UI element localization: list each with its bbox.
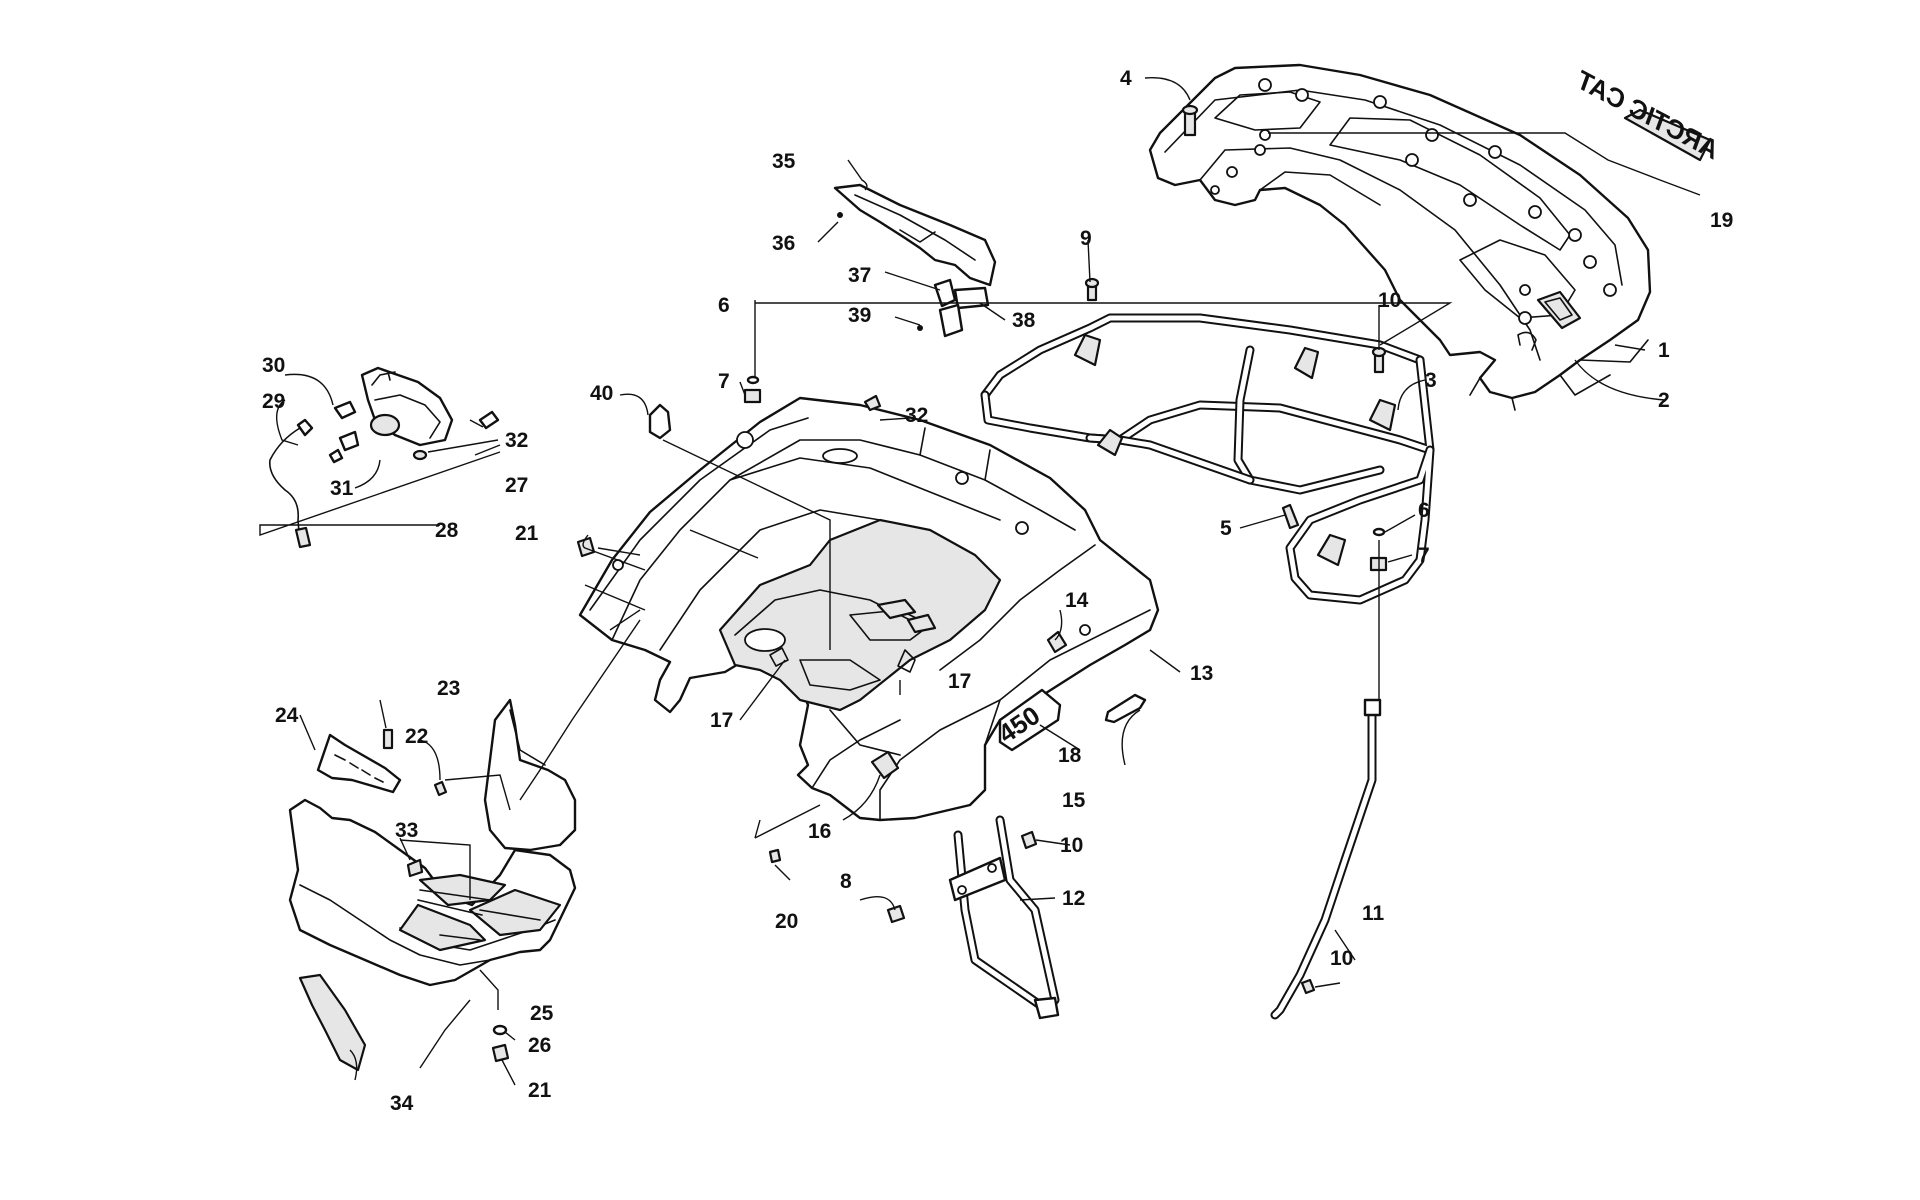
callout-32a: 32: [505, 429, 528, 452]
rack-emblem-decal[interactable]: [1536, 290, 1582, 330]
callout-36: 36: [772, 232, 795, 255]
callout-4: 4: [1120, 67, 1132, 90]
callout-19: 19: [1710, 209, 1733, 232]
callout-2: 2: [1658, 389, 1670, 412]
brand-decal[interactable]: ARCTIC CAT: [1573, 64, 1722, 166]
callout-21b: 21: [528, 1079, 552, 1102]
callout-37: 37: [848, 264, 871, 287]
mud-flap-assembly[interactable]: [833, 183, 997, 338]
foot-rest-plate[interactable]: [316, 733, 402, 794]
callout-33: 33: [395, 819, 418, 842]
flap-washer[interactable]: [938, 303, 964, 338]
callout-10a: 10: [1378, 289, 1401, 312]
callout-8: 8: [840, 870, 852, 893]
fender-clip[interactable]: [1046, 630, 1068, 654]
callout-32b: 32: [905, 404, 928, 427]
callout-5: 5: [1220, 517, 1232, 540]
rack-support-rod[interactable]: [1270, 698, 1382, 1020]
callout-21a: 21: [515, 522, 539, 545]
callout-7b: 7: [1418, 544, 1430, 567]
callout-9: 9: [1080, 227, 1092, 250]
callout-18: 18: [1058, 744, 1082, 767]
callout-22: 22: [405, 725, 428, 748]
callout-16: 16: [808, 820, 831, 843]
callout-15: 15: [1062, 789, 1086, 812]
callout-34: 34: [390, 1092, 414, 1115]
callout-10c: 10: [1330, 947, 1353, 970]
callout-17a: 17: [710, 709, 733, 732]
brand-decal-text: ARCTIC CAT: [1573, 64, 1722, 166]
callout-3: 3: [1425, 369, 1437, 392]
callout-26: 26: [528, 1034, 551, 1057]
flap-bracket[interactable]: [933, 278, 957, 308]
callout-31: 31: [330, 477, 354, 500]
callout-17b: 17: [948, 670, 971, 693]
callout-39: 39: [848, 304, 871, 327]
rack-support-frame[interactable]: [980, 313, 1435, 605]
callout-38: 38: [1012, 309, 1036, 332]
callout-1: 1: [1658, 339, 1670, 362]
callout-6a: 6: [718, 294, 730, 317]
callout-14: 14: [1065, 589, 1089, 612]
callout-12: 12: [1062, 887, 1085, 910]
leader-lines: [259, 76, 1701, 1086]
callout-20: 20: [775, 910, 798, 933]
callout-10b: 10: [1060, 834, 1083, 857]
callout-24: 24: [275, 704, 299, 727]
callout-labels: 1 2 3 4 5 6 6 7 7 8 9 10 10 10 11 12 13 …: [262, 67, 1733, 1115]
rear-support-bracket[interactable]: [948, 815, 1060, 1020]
rear-fender[interactable]: 450: [578, 396, 1160, 822]
taillight-assembly[interactable]: [268, 366, 500, 549]
callout-30: 30: [262, 354, 285, 377]
callout-11: 11: [1362, 902, 1385, 925]
callout-35: 35: [772, 150, 796, 173]
splash-guard[interactable]: [298, 973, 367, 1072]
callout-29: 29: [262, 390, 285, 413]
callout-28: 28: [435, 519, 459, 542]
fender-emblem-decal[interactable]: [870, 750, 900, 780]
callout-27: 27: [505, 474, 528, 497]
left-footwell[interactable]: [288, 698, 577, 1072]
rear-rack[interactable]: [1148, 63, 1652, 411]
fasteners: [382, 104, 1388, 1063]
callout-7a: 7: [718, 370, 730, 393]
rear-reflector[interactable]: [1104, 693, 1147, 724]
callout-40: 40: [590, 382, 613, 405]
callout-13: 13: [1190, 662, 1213, 685]
callout-25: 25: [530, 1002, 554, 1025]
callout-6b: 6: [1418, 499, 1430, 522]
callout-23: 23: [437, 677, 460, 700]
